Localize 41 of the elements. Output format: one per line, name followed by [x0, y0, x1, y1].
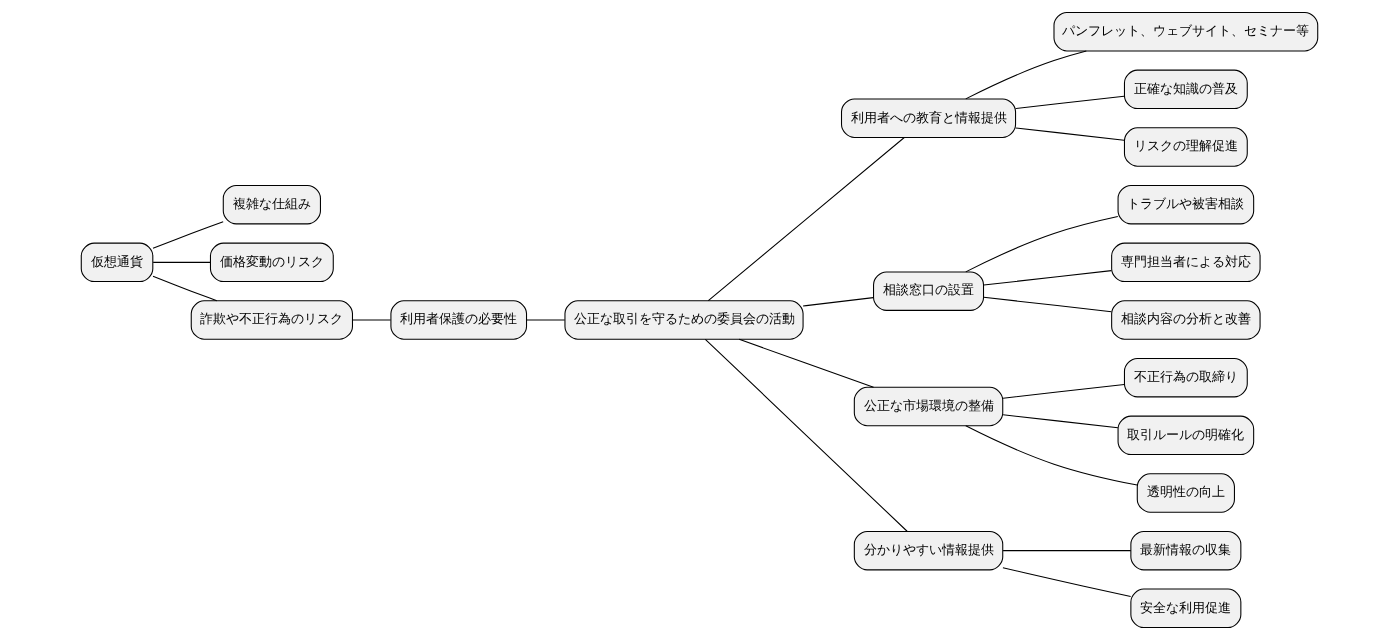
connector [151, 275, 217, 302]
node-box: 相談窓口の設置 [872, 271, 984, 311]
connector [1002, 383, 1125, 399]
connector [704, 338, 908, 532]
connector [964, 216, 1118, 273]
connector [1014, 127, 1125, 141]
connector [982, 270, 1112, 286]
node-box: 専門担当者による対応 [1110, 242, 1261, 283]
connector [964, 50, 1087, 100]
connector [707, 136, 905, 302]
connector [982, 296, 1112, 313]
node-box: 分かりやすい情報提供 [853, 530, 1003, 571]
connector [1002, 414, 1118, 429]
node-box: 複雑な仕組み [222, 184, 321, 225]
connector [802, 297, 874, 307]
node-box: 詐欺や不正行為のリスク [190, 300, 353, 340]
node-box: 正確な知識の普及 [1123, 69, 1248, 110]
node-box: トラブルや被害相談 [1117, 184, 1254, 225]
connector [525, 319, 565, 321]
node-box: 安全な利用促進 [1129, 588, 1241, 629]
node-box: 仮想通貨 [80, 242, 153, 283]
node-box: 利用者への教育と情報提供 [840, 98, 1016, 138]
node-box: 公正な取引を守るための委員会の活動 [563, 300, 804, 340]
connector [738, 338, 874, 388]
node-box: パンフレット、ウェブサイト、セミナー等 [1052, 11, 1318, 52]
node-box: 価格変動のリスク [209, 242, 334, 283]
connector [1001, 567, 1131, 598]
connector [351, 319, 391, 321]
connector [1002, 550, 1131, 552]
connector [151, 221, 224, 249]
connector [152, 261, 211, 263]
connector [964, 425, 1138, 486]
node-box: リスクの理解促進 [1123, 127, 1248, 167]
node-box: 相談内容の分析と改善 [1110, 300, 1261, 340]
node-box: 最新情報の収集 [1129, 530, 1241, 571]
connector [1014, 95, 1125, 109]
node-box: 不正行為の取締り [1123, 357, 1248, 398]
node-box: 透明性の向上 [1136, 473, 1235, 513]
node-box: 公正な市場環境の整備 [853, 386, 1003, 427]
node-box: 利用者保護の必要性 [389, 300, 527, 340]
node-box: 取引ルールの明確化 [1117, 415, 1254, 456]
